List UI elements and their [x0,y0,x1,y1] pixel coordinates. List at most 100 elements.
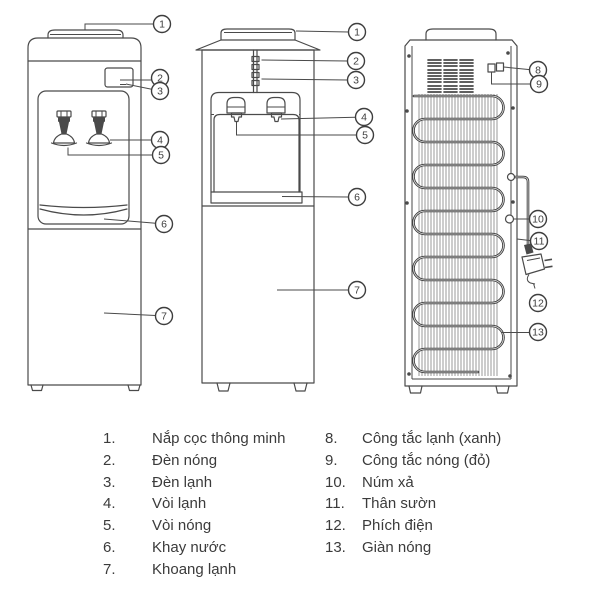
svg-text:4: 4 [157,135,163,147]
cold-switch [487,63,496,73]
dispense-recess [213,113,300,193]
center-shoulder [195,39,321,51]
callout-center-5: 5 [355,125,375,145]
legend-label: Nắp cọc thông minh [152,430,286,447]
back-panel-edges [411,46,512,380]
svg-text:1: 1 [354,27,360,39]
legend-label: Công tắc nóng (đỏ) [362,451,491,469]
legend-number: 4. [103,495,116,513]
back-body [404,39,518,387]
svg-text:1: 1 [159,19,165,31]
legend-item-6: 6. Khay nước [103,537,285,559]
legend-number: 7. [103,560,116,578]
svg-text:4: 4 [361,112,367,124]
legend-label: Khoang lạnh [152,560,237,578]
power-cord [526,274,536,289]
legend-number: 5. [103,517,116,535]
legend-item-1: 1. Nắp cọc thông minh [103,428,285,450]
legend-item-7: 7. Khoang lạnh [103,559,285,581]
cold-tap-knob [266,96,286,123]
legend-number: 8. [325,430,338,447]
legend-number: 9. [325,451,338,469]
vent-slots-2 [443,59,458,93]
legend-label: Công tắc lạnh (xanh) [362,430,502,447]
legend-item-5: 5. Vòi nóng [103,515,285,537]
back-leader-lines [491,66,531,333]
legend-item-8: 8. Công tắc lạnh (xanh) [325,428,501,450]
center-foot-right [293,382,308,392]
front-dispense-panel [37,90,130,225]
svg-text:10: 10 [532,214,544,226]
legend-label: Núm xả [362,473,414,491]
pipe-segment-2 [251,63,260,71]
legend-number: 6. [103,538,116,556]
callout-back-12: 12 [528,293,548,313]
cold-tap [85,110,113,147]
callout-center-3: 3 [346,70,366,90]
svg-text:5: 5 [362,130,368,142]
legend-number: 1. [103,430,116,447]
legend-label: Đèn lạnh [152,473,213,491]
callout-front-7: 7 [154,306,174,326]
legend-item-13: 13. Giàn nóng [325,537,501,559]
hot-tap-knob [226,96,246,123]
legend-column-right: 8. Công tắc lạnh (xanh) 9. Công tắc nóng… [325,428,501,559]
svg-text:2: 2 [157,73,163,85]
front-foot-left [30,384,44,392]
legend-number: 11. [325,495,345,513]
center-dispense-panel [210,91,301,193]
drip-tray-front [39,204,128,209]
center-leader-lines [236,30,357,291]
callout-back-13: 13 [528,322,548,342]
pipe-segment-1 [251,55,260,63]
pipe-segment-4 [251,79,260,87]
indicator-panel [104,67,134,88]
legend-item-9: 9. Công tắc nóng (đỏ) [325,450,501,472]
hot-tap-spout [230,112,243,123]
center-top-cap [220,28,296,41]
vent-slots-1 [427,59,442,93]
callout-back-10: 10 [528,209,548,229]
front-body [27,37,142,386]
legend-column-left: 1. Nắp cọc thông minh 2. Đèn nóng 3. Đèn… [103,428,285,581]
svg-text:11: 11 [534,236,545,248]
callout-back-11: 11 [529,231,549,251]
svg-text:7: 7 [161,311,167,323]
drip-tray [210,191,303,204]
legend-label: Khay nước [152,538,227,556]
center-body [201,49,315,384]
view-back: 8 9 10 11 12 13 [404,28,553,394]
svg-text:13: 13 [532,327,544,339]
callout-center-1: 1 [347,22,367,42]
plug-prongs [544,258,553,269]
svg-text:7: 7 [354,285,360,297]
legend-label: Đèn nóng [152,451,218,469]
front-leader-lines [67,23,156,316]
cord-tube [512,175,530,248]
tube-junction [506,172,516,182]
legend-number: 10. [325,473,346,491]
callout-front-4: 4 [150,130,170,150]
callout-back-9: 9 [529,74,549,94]
callout-front-3: 3 [150,81,170,101]
legend-label: Vòi nóng [152,517,212,535]
power-plug [521,243,553,289]
legend-number: 2. [103,451,116,469]
svg-text:9: 9 [536,79,542,91]
legend-item-10: 10. Núm xả [325,472,501,494]
view-front: 1 2 3 4 5 6 7 [27,14,174,392]
legend-number: 13. [325,538,346,556]
callout-center-4: 4 [354,107,374,127]
svg-text:12: 12 [532,298,544,310]
svg-text:5: 5 [158,150,164,162]
svg-text:6: 6 [161,219,167,231]
back-foot-left [408,385,423,394]
svg-text:3: 3 [157,86,163,98]
front-foot-right [127,384,141,392]
vent-slots-3 [459,59,474,93]
cold-tap-spout [270,112,283,123]
hot-tap [50,110,78,147]
back-foot-right [495,385,510,394]
svg-text:8: 8 [535,65,541,77]
legend-label: Phích điện [362,517,433,535]
